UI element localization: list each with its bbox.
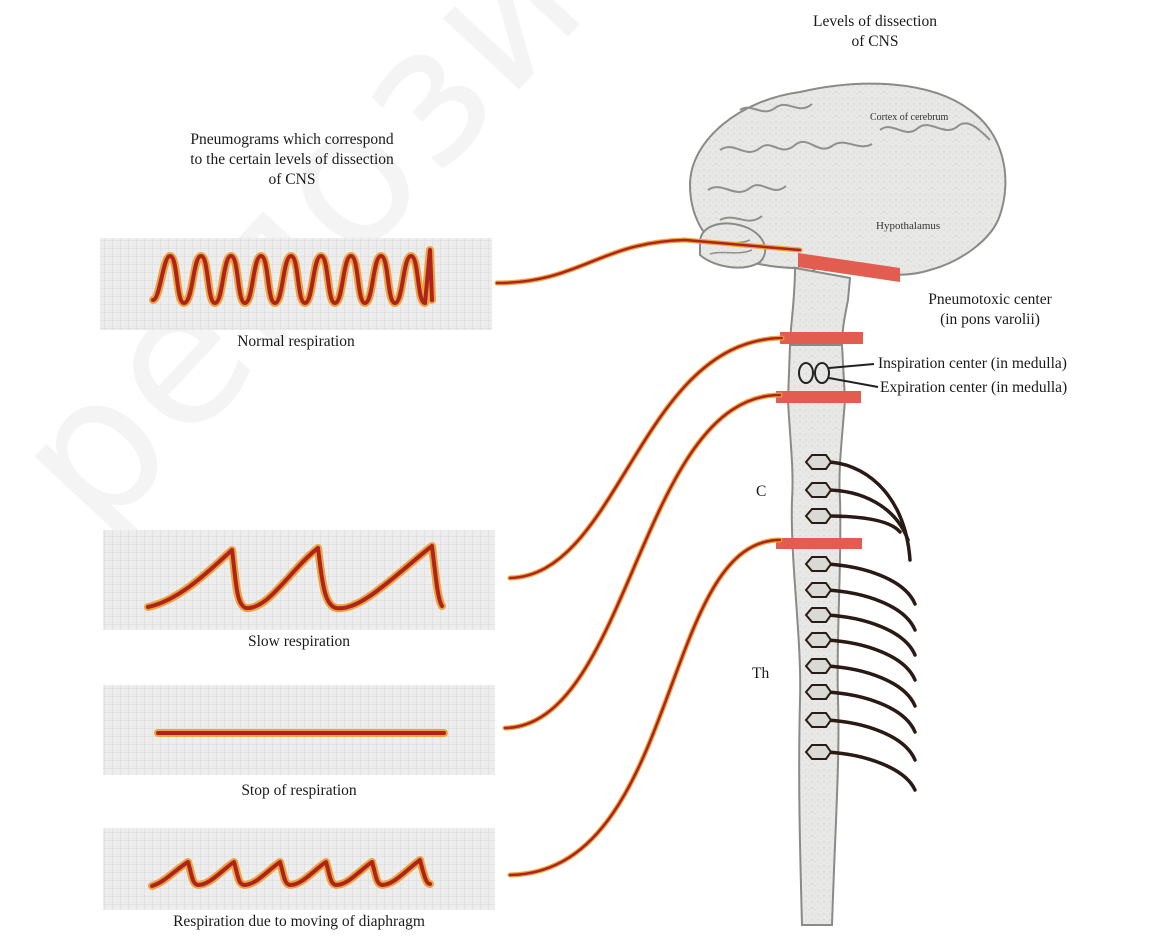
right-title: Levels of dissection of CNS	[790, 12, 960, 52]
expiration-label: Expiration center (in medulla)	[880, 378, 1067, 398]
pneumogram-panel-diaphragm	[103, 828, 495, 910]
left-title-line-2: to the certain levels of dissection	[132, 150, 452, 170]
left-title-line-1: Pneumograms which correspond	[132, 130, 452, 150]
right-title-line-2: of CNS	[790, 32, 960, 52]
label-diaphragm-respiration: Respiration due to moving of diaphragm	[103, 912, 495, 932]
label-normal-respiration: Normal respiration	[100, 332, 492, 352]
hypothalamus-label: Hypothalamus	[876, 216, 940, 236]
left-title-line-3: of CNS	[132, 170, 452, 190]
cervical-label: C	[756, 482, 766, 502]
cortex-label: Cortex of cerebrum	[870, 108, 948, 128]
label-stop-respiration: Stop of respiration	[103, 781, 495, 801]
pneumotoxic-label-line-1: Pneumotoxic center	[880, 290, 1100, 310]
connecting-leads	[497, 240, 800, 875]
brain-illustration	[690, 84, 1005, 400]
pneumotoxic-label: Pneumotoxic center (in pons varolii)	[880, 290, 1100, 330]
label-slow-respiration: Slow respiration	[103, 632, 495, 652]
thoracic-label: Th	[752, 664, 769, 684]
pneumotoxic-label-line-2: (in pons varolii)	[880, 310, 1100, 330]
left-title: Pneumograms which correspond to the cert…	[132, 130, 452, 190]
cervical-ganglia	[806, 455, 831, 523]
inspiration-label: Inspiration center (in medulla)	[878, 354, 1067, 374]
right-title-line-1: Levels of dissection	[790, 12, 960, 32]
